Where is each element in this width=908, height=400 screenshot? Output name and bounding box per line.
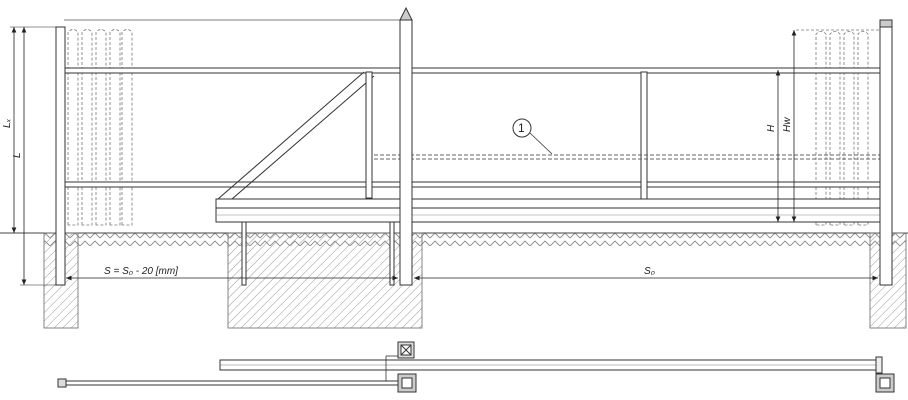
gate-frame-rails xyxy=(374,67,881,201)
label-s0: S₀ xyxy=(644,266,655,277)
post-right-cap xyxy=(879,19,893,28)
foundations xyxy=(43,232,907,329)
label-h: H xyxy=(766,124,777,132)
plan-post-right xyxy=(875,373,895,393)
gate-open-position-left xyxy=(67,29,133,226)
plan-post-bottom xyxy=(397,373,417,393)
post-center xyxy=(399,19,413,286)
label-s-formula: S = S₀ - 20 [mm] xyxy=(104,266,178,277)
support-legs xyxy=(241,221,395,286)
callout-1-number: 1 xyxy=(518,121,525,135)
plan-post-top xyxy=(397,341,415,359)
post-center-cap xyxy=(399,6,413,21)
gate-bottom-beam xyxy=(215,198,881,223)
gate-diagonal-brace xyxy=(217,71,375,200)
plan-view xyxy=(57,341,895,393)
posts xyxy=(55,6,893,286)
post-left xyxy=(55,26,66,286)
label-lx: Lₓ xyxy=(2,118,13,128)
label-l: L xyxy=(12,152,23,158)
dimension-lines xyxy=(10,26,878,286)
left-gate-rails xyxy=(63,19,401,188)
callout-1: 1 xyxy=(512,118,553,155)
post-right xyxy=(879,25,893,286)
label-hw: Hw xyxy=(782,117,793,132)
ground-strip xyxy=(0,232,908,246)
gate-open-position-right xyxy=(796,29,880,226)
